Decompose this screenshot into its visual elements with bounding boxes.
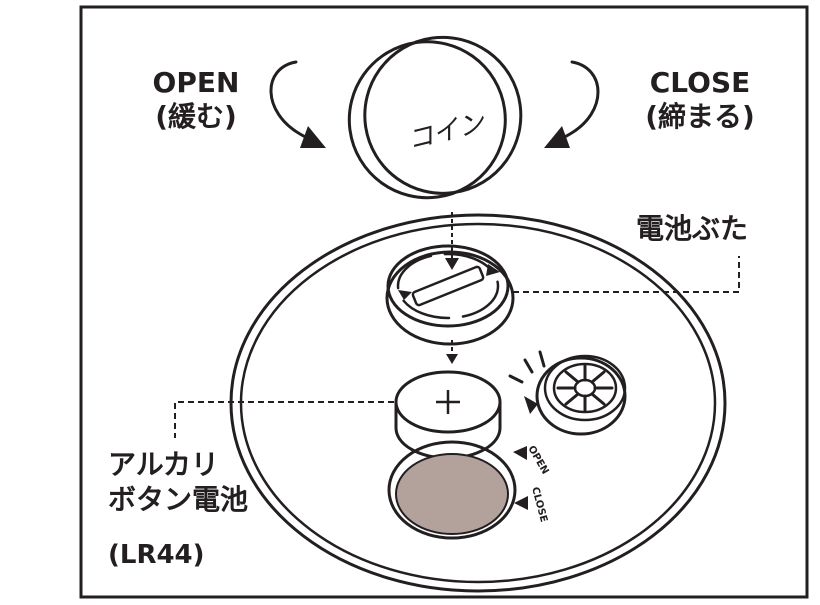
battery-model-label: (LR44) [108, 540, 205, 570]
battery-label-line2: ボタン電池 [108, 483, 248, 516]
arrow-cover-to-battery [446, 340, 458, 364]
battery-cover-label: 電池ぶた [636, 212, 748, 245]
close-rotation-arrow [544, 60, 600, 148]
grille-dial [508, 350, 627, 436]
close-sub-label: (締まる) [645, 100, 755, 133]
open-label: OPEN [153, 66, 240, 99]
close-label: CLOSE [650, 66, 751, 99]
battery-compartment [387, 440, 517, 540]
cover-leader-line [513, 256, 740, 293]
open-rotation-arrow [269, 60, 326, 148]
arrow-coin-to-cover [445, 212, 459, 270]
battery-cover [385, 244, 515, 346]
battery-label-line1: アルカリ [108, 448, 219, 481]
battery-leader-line [174, 401, 394, 438]
coin [347, 35, 523, 200]
open-sub-label: (緩む) [155, 100, 237, 133]
